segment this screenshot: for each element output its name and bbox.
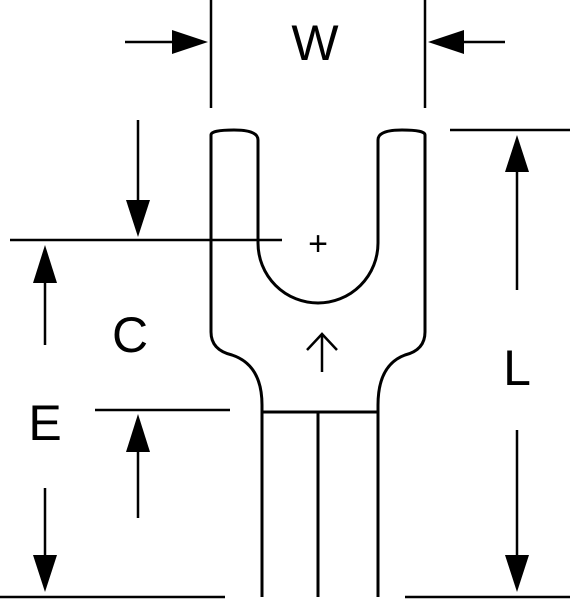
- e-dimension: E: [0, 245, 230, 599]
- width-arrow-right-head: [428, 30, 464, 54]
- e-arrow-inner-head: [126, 414, 150, 452]
- terminal-left-contour: [209, 128, 427, 414]
- e-label: E: [28, 395, 61, 451]
- terminal-barrel: [260, 412, 380, 597]
- length-arrow-bottom-head: [505, 555, 529, 592]
- length-arrow-top-head: [505, 135, 529, 172]
- width-label: W: [291, 15, 339, 71]
- center-label: C: [112, 307, 148, 363]
- center-arrow-head: [126, 200, 150, 237]
- orientation-arrow: [306, 332, 338, 372]
- length-label: L: [503, 340, 531, 396]
- orientation-arrow-head: [306, 332, 338, 351]
- width-dimension: W: [125, 0, 505, 108]
- center-mark: +: [308, 225, 328, 263]
- width-arrow-left-head: [172, 30, 208, 54]
- e-arrow-upper-head: [33, 245, 57, 283]
- e-arrow-lower-head: [33, 555, 57, 592]
- terminal-outline: [209, 128, 427, 597]
- center-dimension: + C: [10, 120, 328, 363]
- length-dimension: L: [405, 128, 570, 599]
